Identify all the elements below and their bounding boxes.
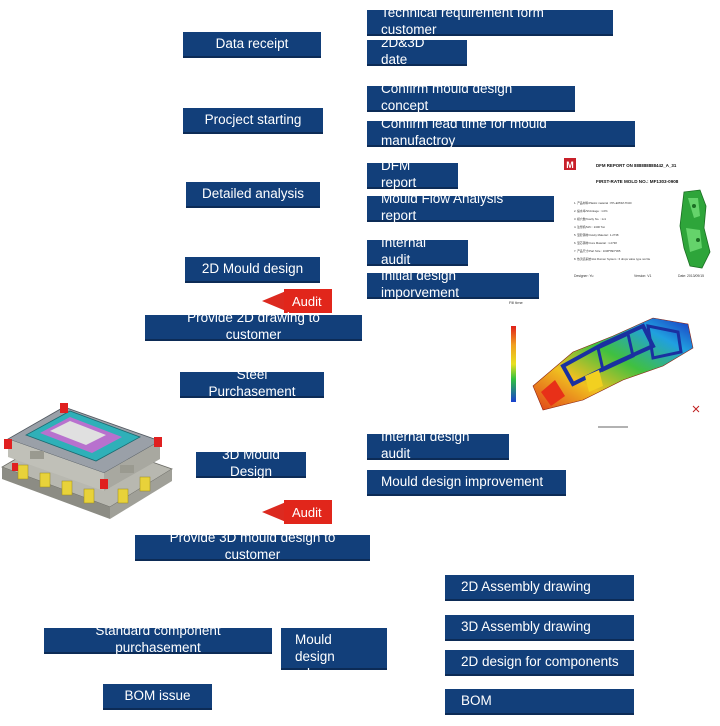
- provide-3d-box: Provide 3D mould design to customer: [135, 530, 370, 562]
- components-2d-box: 2D design for components: [445, 650, 634, 676]
- audit-label-1: Audit: [284, 289, 332, 313]
- dfm-report-label: DFM report: [381, 158, 417, 190]
- svg-text:M: M: [566, 160, 574, 170]
- mould-design-improvement-label: Mould design improvement: [381, 473, 544, 489]
- svg-text:Date: 2013/09/15: Date: 2013/09/15: [678, 274, 704, 278]
- assembly-3d-label: 3D Assembly drawing: [461, 618, 591, 634]
- mould-3d-design-box: 3D Mould Design: [196, 447, 306, 479]
- mould-design-improvement-box: Mould design improvement: [367, 470, 566, 496]
- svg-text:6. 型芯钢材/Core Material : 1.2738: 6. 型芯钢材/Core Material : 1.2738: [574, 241, 617, 245]
- internal-design-audit-box: Internal design audit: [367, 429, 509, 461]
- assembly-3d-box: 3D Assembly drawing: [445, 615, 634, 641]
- confirm-concept-box: Confirm mould design concept: [367, 81, 575, 113]
- assembly-2d-label: 2D Assembly drawing: [461, 578, 591, 594]
- mould-3d-design-label: 3D Mould Design: [222, 447, 280, 479]
- dfm-title: DFM REPORT ON 888888888442_A_31: [596, 163, 677, 168]
- project-starting-box: Procject starting: [183, 108, 323, 134]
- data-receipt-label: Data receipt: [215, 35, 289, 51]
- flow-color-scale: [511, 326, 516, 402]
- mould-design-release-line2: release: [295, 665, 340, 681]
- standard-component-label: Standard component purchasement: [95, 623, 221, 655]
- mould-2d-design-label: 2D Mould design: [201, 260, 304, 276]
- svg-text:4. 注塑机/M/C : 2400 Ton: 4. 注塑机/M/C : 2400 Ton: [574, 225, 606, 229]
- mould-flow-image: Fill time: [503, 296, 718, 436]
- mould-flow-label: Mould Flow Analysis report: [381, 191, 504, 223]
- provide-2d-box: Provide 2D drawing to customer: [145, 310, 362, 342]
- confirm-concept-label: Confirm mould design concept: [381, 81, 513, 113]
- tech-requirement-box: Technical requirement form customer: [367, 5, 613, 37]
- date-2d3d-label: 2D&3D date: [381, 35, 425, 67]
- svg-text:3. 模穴数/Cavity No. : 1x1: 3. 模穴数/Cavity No. : 1x1: [574, 217, 606, 221]
- date-2d3d-box: 2D&3D date: [367, 35, 467, 67]
- mould-flow-box: Mould Flow Analysis report: [367, 191, 554, 223]
- mould-3d-image: [0, 377, 174, 522]
- tech-requirement-label: Technical requirement form customer: [381, 5, 544, 37]
- internal-design-audit-label: Internal design audit: [381, 429, 470, 461]
- confirm-lead-time-box: Confirm lead time for mould manufactroy: [367, 116, 635, 148]
- mould-design-release-box: Mould design release: [281, 628, 387, 681]
- audit-label-2: Audit: [284, 500, 332, 524]
- dfm-items: 1. 产品材料/Plastic material : PP+EPDM-TD20 …: [574, 201, 651, 261]
- left-arrow-icon: [262, 502, 286, 522]
- mould-design-release-line1: Mould design: [295, 632, 335, 664]
- dfm-report-image: M DFM REPORT ON 888888888442_A_31 FIRST-…: [560, 156, 718, 284]
- assembly-2d-box: 2D Assembly drawing: [445, 575, 634, 601]
- svg-text:5. 型腔钢材/Cavity Material : 1.27: 5. 型腔钢材/Cavity Material : 1.2738: [574, 233, 619, 237]
- audit-arrow-1: Audit: [262, 289, 332, 313]
- flow-legend-title: Fill time: [509, 300, 524, 305]
- bom-issue-box: BOM issue: [103, 684, 212, 710]
- dfm-part-render: [679, 189, 711, 269]
- svg-text:Version: V1: Version: V1: [634, 274, 651, 278]
- provide-3d-label: Provide 3D mould design to customer: [169, 530, 336, 562]
- confirm-lead-time-label: Confirm lead time for mould manufactroy: [381, 116, 547, 148]
- audit-arrow-2: Audit: [262, 500, 332, 524]
- svg-text:1. 产品材料/Plastic material : PP+: 1. 产品材料/Plastic material : PP+EPDM-TD20: [574, 201, 632, 205]
- standard-component-box: Standard component purchasement: [44, 623, 272, 655]
- internal-audit-label: Internal audit: [381, 235, 427, 267]
- svg-text:8. 热流道系统/Hot Runner System : 6: 8. 热流道系统/Hot Runner System : 6 drops val…: [574, 257, 651, 261]
- initial-improvement-box: Initial design imporvement: [367, 268, 539, 300]
- internal-audit-box: Internal audit: [367, 235, 468, 267]
- data-receipt-box: Data receipt: [183, 32, 321, 58]
- left-arrow-icon: [262, 291, 286, 311]
- bom-label: BOM: [461, 692, 492, 708]
- project-starting-label: Procject starting: [204, 111, 302, 127]
- initial-improvement-label: Initial design imporvement: [381, 268, 460, 300]
- steel-purchasement-label: Steel Purchasement: [208, 367, 296, 399]
- flow-part-render: [532, 317, 694, 411]
- dfm-mold-no: FIRST-RATE MOLD NO.: MF1303-0908: [596, 179, 679, 184]
- components-2d-label: 2D design for components: [461, 653, 619, 669]
- svg-text:Designer: Yu: Designer: Yu: [574, 274, 593, 278]
- mould-2d-design-box: 2D Mould design: [185, 257, 320, 283]
- detailed-analysis-box: Detailed analysis: [186, 182, 320, 208]
- detailed-analysis-label: Detailed analysis: [201, 185, 305, 201]
- bom-box: BOM: [445, 689, 634, 715]
- svg-text:7. 产品尺寸/Part Size : 1038*893*3: 7. 产品尺寸/Part Size : 1038*893*365: [574, 249, 621, 253]
- steel-purchasement-box: Steel Purchasement: [180, 367, 324, 399]
- bom-issue-label: BOM issue: [124, 687, 191, 703]
- svg-text:2. 缩水率/Shrinkage : 1.0%: 2. 缩水率/Shrinkage : 1.0%: [574, 209, 608, 213]
- dfm-report-box: DFM report: [367, 158, 458, 190]
- provide-2d-label: Provide 2D drawing to customer: [187, 310, 320, 342]
